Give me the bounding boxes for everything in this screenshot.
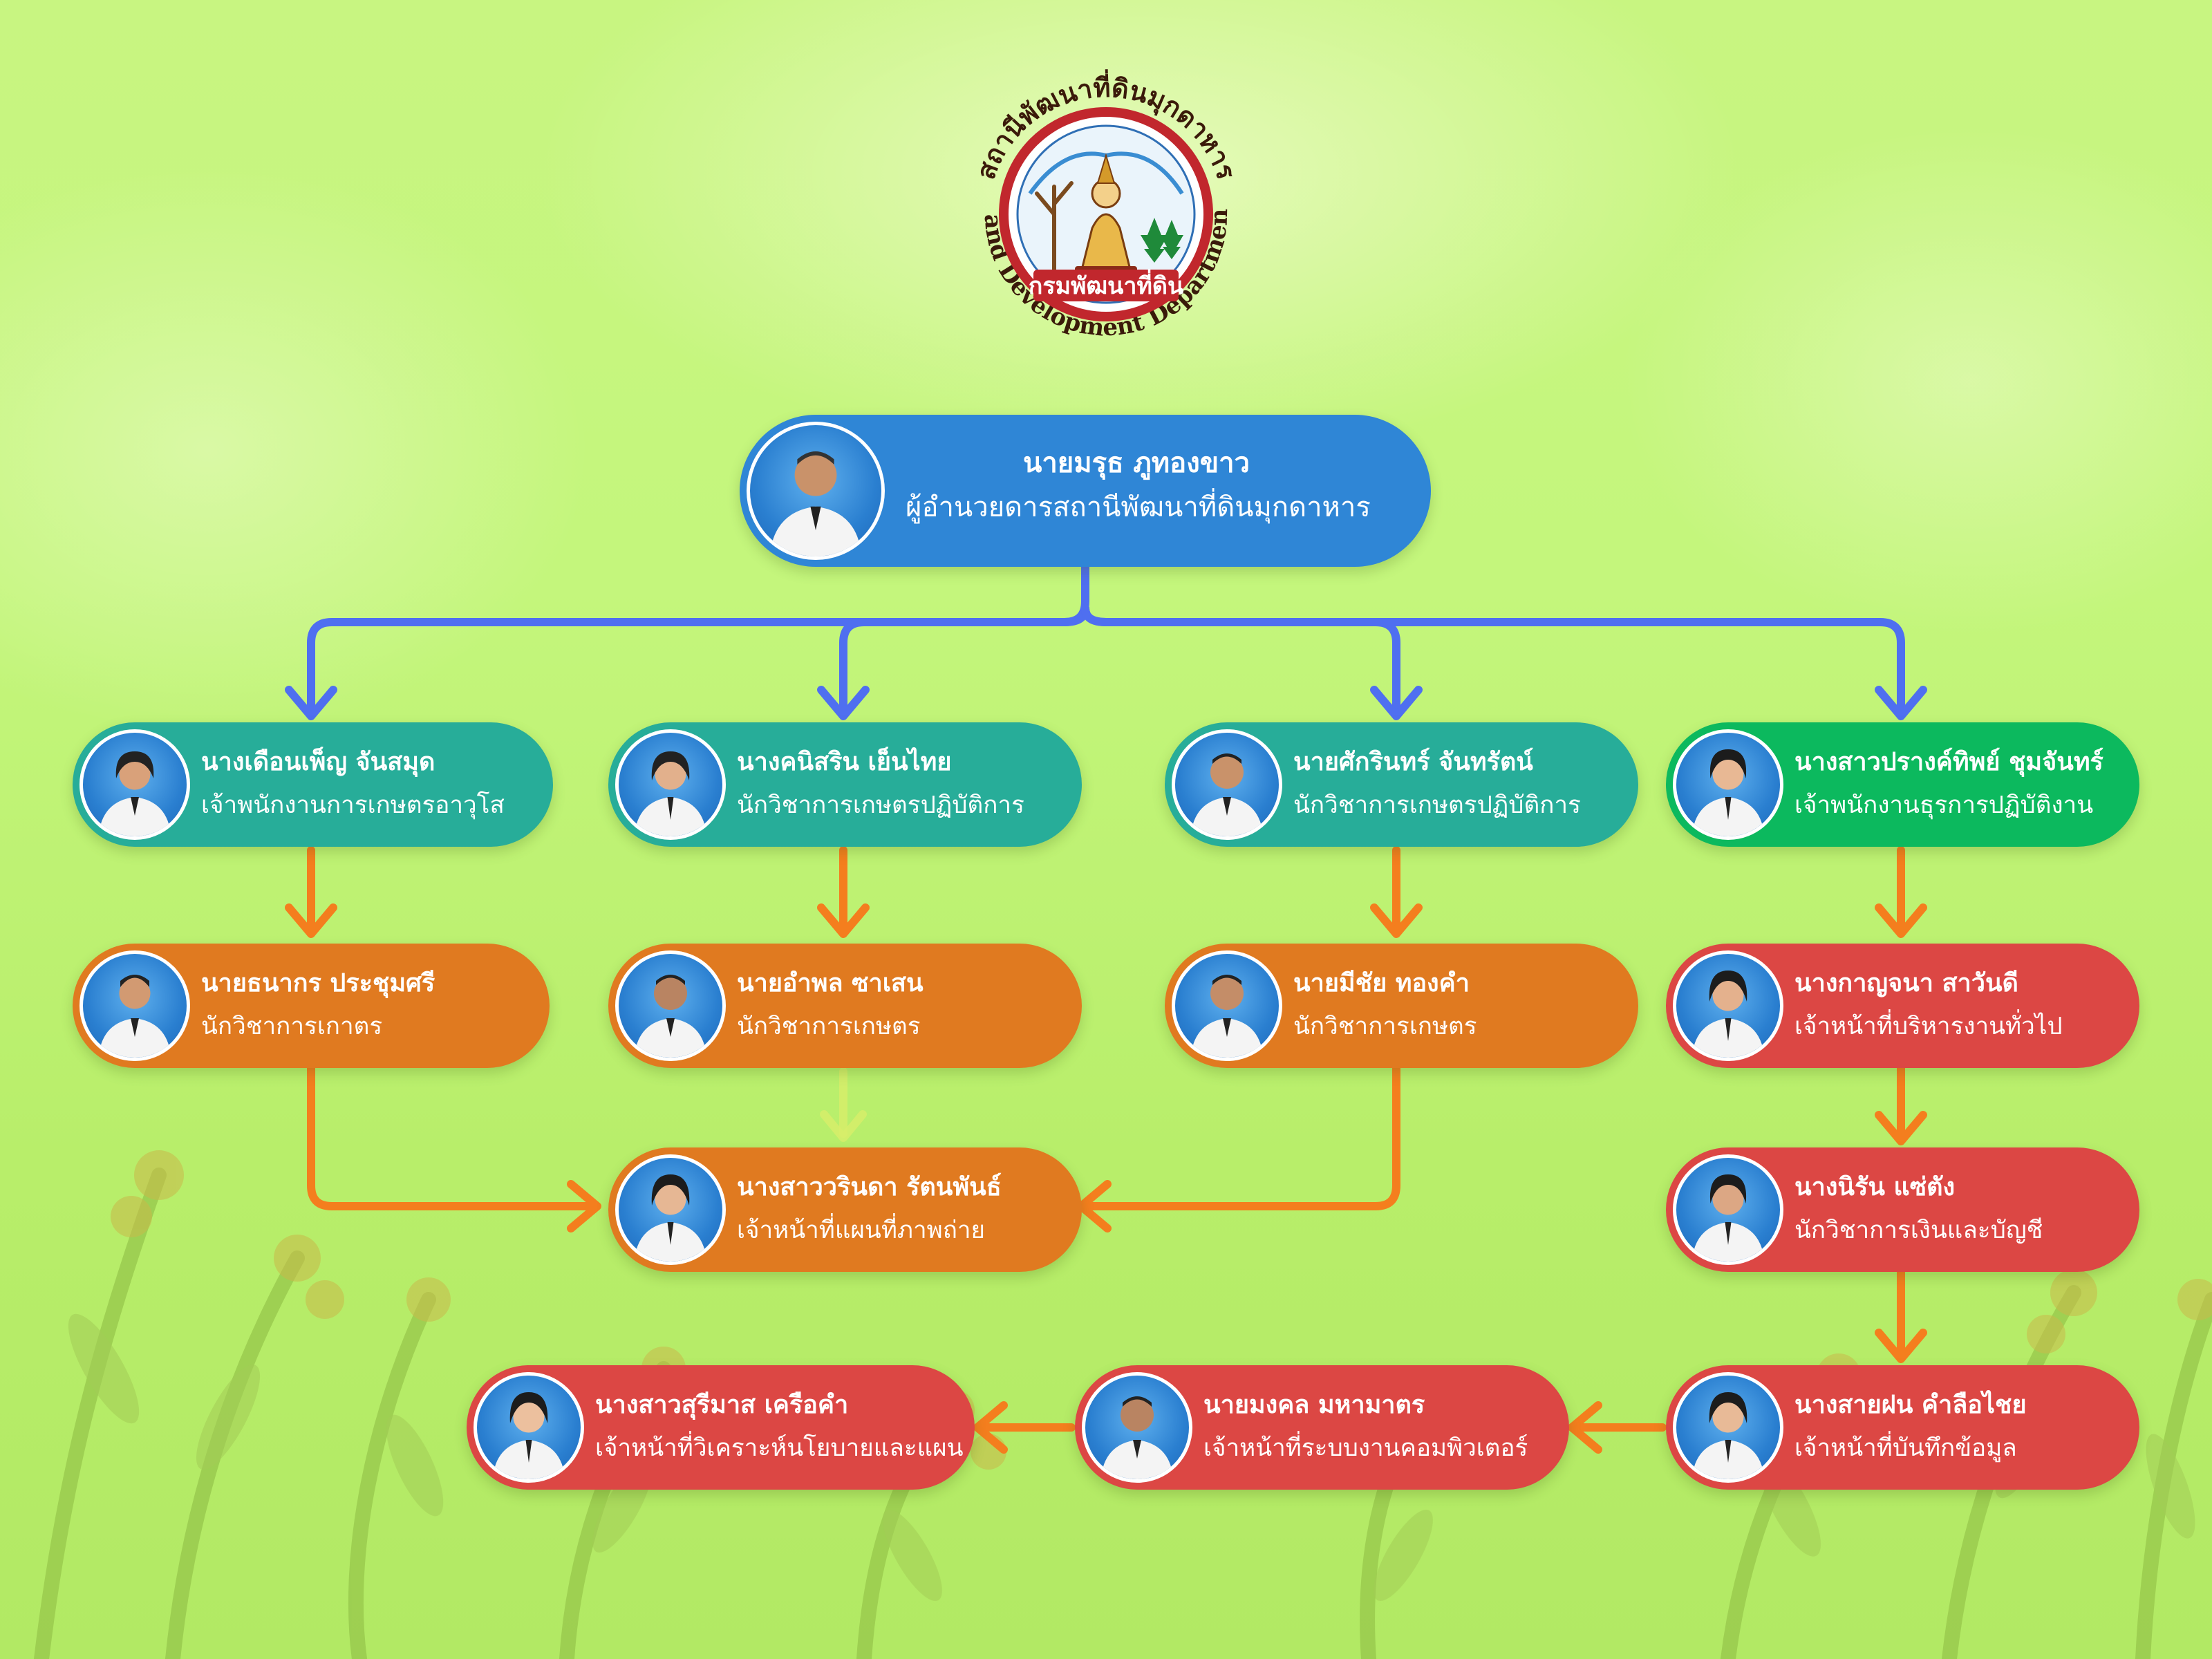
red4-name: นายมงคล มหามาตร bbox=[1203, 1391, 1425, 1419]
node-orange2[interactable]: นายอำพล ซาเสน นักวิชาการเกษตร bbox=[608, 944, 1082, 1068]
red4-role: เจ้าหน้าที่ระบบงานคอมพิวเตอร์ bbox=[1203, 1434, 1528, 1462]
orange1-photo-avatar bbox=[79, 950, 190, 1061]
connector-director-to-teal2 bbox=[839, 604, 1089, 716]
node-red5[interactable]: นางสาวสุรีมาส เครือคำ เจ้าหน้าที่วิเคราะ… bbox=[467, 1365, 975, 1490]
person-avatar-icon bbox=[1100, 1396, 1174, 1479]
orange3-role: นักวิชาการเกษตร bbox=[1293, 1013, 1477, 1040]
teal1-role: เจ้าพนักงานการเกษตรอาวุโส bbox=[201, 791, 505, 819]
red4-photo-avatar bbox=[1082, 1372, 1192, 1483]
director-name: นายมรุธ ภูทองขาว bbox=[1023, 447, 1250, 479]
node-teal3[interactable]: นายศักรินทร์ จันทรัตน์ นักวิชาการเกษตรปฏ… bbox=[1165, 722, 1638, 847]
node-red4[interactable]: นายมงคล มหามาตร เจ้าหน้าที่ระบบงานคอมพิว… bbox=[1075, 1365, 1569, 1490]
person-avatar-icon bbox=[634, 1174, 707, 1262]
connector-director-to-green1 bbox=[1081, 604, 1905, 716]
person-avatar-icon bbox=[634, 975, 707, 1058]
orange4-role: เจ้าหน้าที่แผนที่ภาพถ่าย bbox=[737, 1217, 986, 1244]
red3-role: เจ้าหน้าที่บันทึกข้อมูล bbox=[1794, 1434, 2017, 1462]
director-photo-avatar bbox=[747, 422, 885, 560]
node-orange3[interactable]: นายมีชัย ทองคำ นักวิชาการเกษตร bbox=[1165, 944, 1638, 1068]
teal2-role: นักวิชาการเกษตรปฏิบัติการ bbox=[737, 791, 1024, 819]
person-avatar-icon bbox=[1691, 749, 1765, 836]
connector-orange3-to-orange4 bbox=[1081, 1064, 1400, 1210]
orange3-name: นายมีชัย ทองคำ bbox=[1293, 969, 1470, 997]
person-avatar-icon bbox=[98, 975, 171, 1058]
node-red3[interactable]: นางสายฝน คำลือไชย เจ้าหน้าที่บันทึกข้อมู… bbox=[1666, 1365, 2139, 1490]
red1-role: เจ้าหน้าที่บริหารงานทั่วไป bbox=[1794, 1013, 2063, 1040]
red3-name: นางสายฝน คำลือไชย bbox=[1794, 1391, 2027, 1419]
orange3-photo-avatar bbox=[1172, 950, 1282, 1061]
red2-photo-avatar bbox=[1673, 1154, 1783, 1265]
red5-photo-avatar bbox=[474, 1372, 584, 1483]
orange2-role: นักวิชาการเกษตร bbox=[737, 1013, 921, 1040]
teal3-photo-avatar bbox=[1172, 729, 1282, 840]
orange1-name: นายธนากร ประชุมศรี bbox=[201, 969, 435, 997]
person-avatar-icon bbox=[1190, 753, 1264, 836]
red2-role: นักวิชาการเงินและบัญชี bbox=[1794, 1217, 2043, 1244]
green1-role: เจ้าพนักงานธุรการปฏิบัติงาน bbox=[1794, 791, 2094, 819]
teal1-name: นางเดือนเพ็ญ จันสมุด bbox=[201, 748, 435, 776]
person-avatar-icon bbox=[769, 451, 862, 556]
red5-name: นางสาวสุรีมาส เครือคำ bbox=[595, 1391, 849, 1419]
red1-name: นางกาญจนา สาวันดี bbox=[1794, 969, 2018, 997]
land-development-department-logo: สถานีพัฒนาที่ดินมุกดาหาร Land Developmen… bbox=[933, 41, 1242, 342]
person-avatar-icon bbox=[1691, 1392, 1765, 1479]
red5-role: เจ้าหน้าที่วิเคราะห์นโยบายและแผน bbox=[595, 1434, 964, 1462]
person-avatar-icon bbox=[1691, 1174, 1765, 1262]
person-avatar-icon bbox=[492, 1392, 565, 1479]
teal3-role: นักวิชาการเกษตรปฏิบัติการ bbox=[1293, 791, 1581, 819]
node-red1[interactable]: นางกาญจนา สาวันดี เจ้าหน้าที่บริหารงานทั… bbox=[1666, 944, 2139, 1068]
person-avatar-icon bbox=[634, 751, 707, 836]
node-orange1[interactable]: นายธนากร ประชุมศรี นักวิชาการเกาตร bbox=[73, 944, 550, 1068]
teal2-photo-avatar bbox=[615, 729, 726, 840]
orange2-photo-avatar bbox=[615, 950, 726, 1061]
connector-director-to-teal1 bbox=[307, 563, 1089, 716]
teal3-name: นายศักรินทร์ จันทรัตน์ bbox=[1293, 748, 1533, 776]
red1-photo-avatar bbox=[1673, 950, 1783, 1061]
person-avatar-icon bbox=[98, 751, 171, 836]
director-role: ผู้อำนวยดารสถานีพัฒนาที่ดินมุกดาหาร bbox=[906, 491, 1371, 523]
person-avatar-icon bbox=[1691, 971, 1765, 1058]
node-green1[interactable]: นางสาวปรางค์ทิพย์ ชุมจันทร์ เจ้าพนักงานธ… bbox=[1666, 722, 2139, 847]
teal1-photo-avatar bbox=[79, 729, 190, 840]
logo-badge bbox=[1033, 270, 1179, 301]
red2-name: นางนิรัน แซ่ตัง bbox=[1794, 1173, 1956, 1201]
logo-badge-text: กรมพัฒนาที่ดิน bbox=[1029, 269, 1183, 300]
logo-trees-right-icon bbox=[1141, 218, 1183, 263]
orange2-name: นายอำพล ซาเสน bbox=[737, 969, 924, 997]
node-red2[interactable]: นางนิรัน แซ่ตัง นักวิชาการเงินและบัญชี bbox=[1666, 1147, 2139, 1272]
node-teal2[interactable]: นางคนิสริน เย็นไทย นักวิชาการเกษตรปฏิบัต… bbox=[608, 722, 1082, 847]
person-avatar-icon bbox=[1190, 975, 1264, 1058]
green1-photo-avatar bbox=[1673, 729, 1783, 840]
teal2-name: นางคนิสริน เย็นไทย bbox=[737, 748, 952, 776]
green1-name: นางสาวปรางค์ทิพย์ ชุมจันทร์ bbox=[1794, 748, 2103, 776]
orange4-photo-avatar bbox=[615, 1154, 726, 1265]
node-teal1[interactable]: นางเดือนเพ็ญ จันสมุด เจ้าพนักงานการเกษตร… bbox=[73, 722, 553, 847]
logo-tree-left-icon bbox=[1035, 181, 1074, 272]
node-orange4[interactable]: นางสาววรินดา รัตนพันธ์ เจ้าหน้าที่แผนที่… bbox=[608, 1147, 1082, 1272]
orange4-name: นางสาววรินดา รัตนพันธ์ bbox=[737, 1173, 1002, 1201]
connector-orange1-to-orange4 bbox=[307, 1064, 597, 1210]
red3-photo-avatar bbox=[1673, 1372, 1783, 1483]
node-director[interactable]: นายมรุธ ภูทองขาว ผู้อำนวยดารสถานีพัฒนาที… bbox=[740, 415, 1431, 567]
orange1-role: นักวิชาการเกาตร bbox=[201, 1013, 383, 1040]
